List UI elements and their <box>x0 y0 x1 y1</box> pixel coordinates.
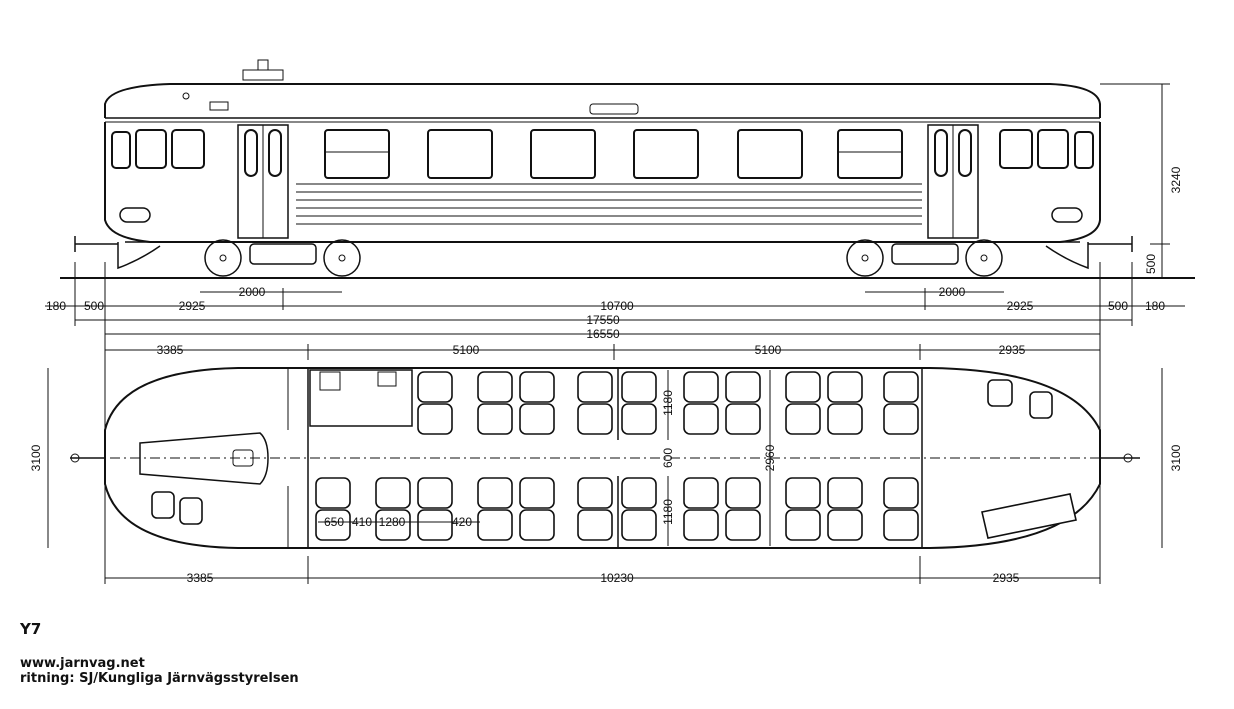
passenger-seat <box>621 403 657 435</box>
passenger-seat <box>621 477 657 509</box>
passenger-seat <box>477 403 513 435</box>
passenger-seat <box>477 371 513 403</box>
drawing-credit: ritning: SJ/Kungliga Järnvägsstyrelsen <box>20 671 299 686</box>
website-link[interactable]: www.jarnvag.net <box>20 656 145 671</box>
passenger-seat <box>315 477 351 509</box>
passenger-seat <box>375 477 411 509</box>
passenger-seat <box>883 371 919 403</box>
passenger-seat <box>683 477 719 509</box>
dim-width-right: 3100 <box>1169 444 1183 471</box>
passenger-seat <box>477 477 513 509</box>
dim-length-body: 16550 <box>586 327 620 341</box>
passenger-seat <box>417 509 453 541</box>
passenger-seat <box>519 509 555 541</box>
dim-interior-width: 2960 <box>763 444 777 471</box>
dim-end-left: 500 <box>84 299 104 313</box>
passenger-seat <box>315 509 351 541</box>
dim-overhang-right: 2925 <box>1007 299 1034 313</box>
passenger-seat <box>883 477 919 509</box>
passenger-seat <box>827 477 863 509</box>
railcar-drawing: 3240 500 2000 2000 180 500 2925 10700 29… <box>29 59 1195 585</box>
dim-seat-pitch-1: 650 <box>324 515 344 529</box>
dim-bottom-3: 2935 <box>993 571 1020 585</box>
passenger-seat <box>577 477 613 509</box>
dim-floor-height: 500 <box>1144 254 1158 274</box>
dim-seat-pitch-3: 1280 <box>379 515 406 529</box>
passenger-seat <box>519 371 555 403</box>
plan-dimensions <box>47 338 1163 584</box>
dim-width-left: 3100 <box>29 444 43 471</box>
dim-bogie-centres: 10700 <box>600 299 634 313</box>
passenger-seat <box>725 371 761 403</box>
dim-height-total: 3240 <box>1169 166 1183 193</box>
dim-seat-row-bottom: 1180 <box>661 499 675 525</box>
dim-wheelbase-right: 2000 <box>939 285 966 299</box>
side-elevation <box>45 59 1195 340</box>
floor-plan <box>70 367 1140 549</box>
passenger-seat <box>683 403 719 435</box>
passenger-seat <box>827 509 863 541</box>
passenger-seat <box>785 509 821 541</box>
dim-bottom-2: 10230 <box>600 571 634 585</box>
passenger-seat <box>519 403 555 435</box>
passenger-seat <box>577 371 613 403</box>
passenger-seat <box>785 477 821 509</box>
dim-section-4: 2935 <box>999 343 1026 357</box>
dim-wheelbase-left: 2000 <box>239 285 266 299</box>
dim-seat-row-top: 1180 <box>661 390 675 416</box>
dim-length-over-buffers: 17550 <box>586 313 620 327</box>
dim-overhang-left: 2925 <box>179 299 206 313</box>
passenger-seat <box>725 509 761 541</box>
dim-section-2: 5100 <box>453 343 480 357</box>
passenger-seat <box>519 477 555 509</box>
passenger-seat <box>785 371 821 403</box>
caption: Y7 www.jarnvag.net ritning: SJ/Kungliga … <box>20 620 299 686</box>
passenger-seat <box>883 509 919 541</box>
dim-aisle: 600 <box>661 448 675 468</box>
passenger-seat <box>683 371 719 403</box>
seat-layout <box>315 371 919 541</box>
passenger-seat <box>621 509 657 541</box>
passenger-seat <box>577 509 613 541</box>
passenger-seat <box>477 509 513 541</box>
passenger-seat <box>375 509 411 541</box>
passenger-seat <box>577 403 613 435</box>
passenger-seat <box>785 403 821 435</box>
dim-section-3: 5100 <box>755 343 782 357</box>
passenger-seat <box>621 371 657 403</box>
passenger-seat <box>883 403 919 435</box>
passenger-seat <box>417 403 453 435</box>
dim-bottom-1: 3385 <box>187 571 214 585</box>
dim-buffer-left: 180 <box>46 299 66 313</box>
passenger-seat <box>827 403 863 435</box>
passenger-seat <box>417 371 453 403</box>
passenger-seat <box>827 371 863 403</box>
model-designation: Y7 <box>20 620 42 638</box>
dim-seat-pitch-4: 420 <box>452 515 472 529</box>
dim-end-right: 500 <box>1108 299 1128 313</box>
passenger-seat <box>725 403 761 435</box>
dim-seat-pitch-2: 410 <box>352 515 372 529</box>
passenger-seat <box>683 509 719 541</box>
dim-section-1: 3385 <box>157 343 184 357</box>
passenger-seat <box>725 477 761 509</box>
dim-buffer-right: 180 <box>1145 299 1165 313</box>
passenger-seat <box>417 477 453 509</box>
